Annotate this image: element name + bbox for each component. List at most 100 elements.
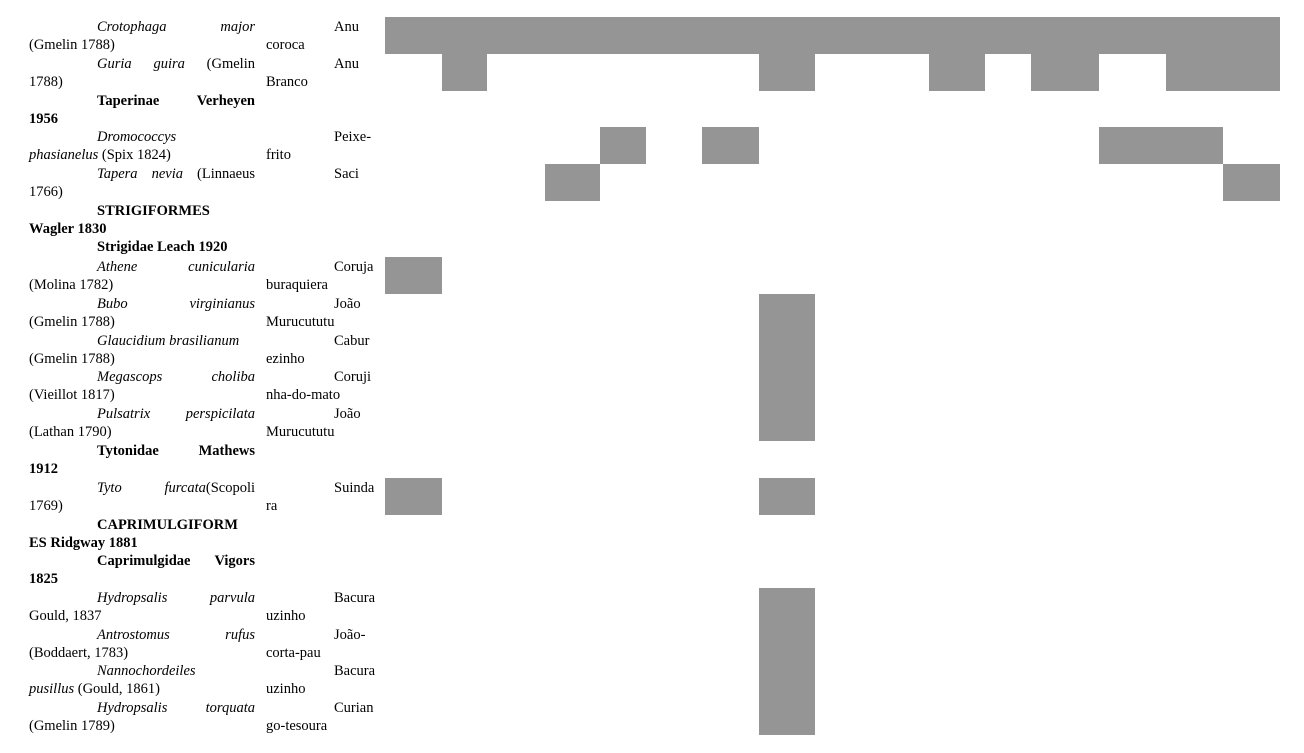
- text-part: 1788): [29, 74, 63, 90]
- taxon-line-1: Athene cunicularia: [29, 258, 255, 276]
- occurrence-cell: [1166, 54, 1280, 91]
- common-name-line-2: [266, 183, 378, 201]
- occurrence-cell: [929, 54, 985, 91]
- text-part: Wagler 1830: [29, 221, 107, 237]
- taxon-line-1: CAPRIMULGIFORM: [29, 516, 255, 534]
- species-row: Antrostomus rufus(Boddaert, 1783)João-co…: [0, 625, 1304, 661]
- occurrence-cell: [442, 54, 487, 91]
- text-part: Hydropsalis: [97, 700, 168, 716]
- species-row: Athene cunicularia(Molina 1782) Coruja bur…: [0, 257, 1304, 294]
- text-part: Guria: [97, 56, 132, 72]
- common-name-line-2: uzinho: [266, 681, 306, 697]
- common-name-line-1: Cabur: [334, 333, 370, 349]
- text-part: Caprimulgidae: [97, 553, 191, 569]
- text-part: (Spix 1824): [101, 147, 171, 163]
- common-name-line-1: Coruja: [334, 259, 374, 275]
- text-part: virginianus: [189, 296, 255, 312]
- taxon-line-2: Wagler 1830: [29, 220, 255, 238]
- text-part: Pulsatrix: [97, 406, 151, 422]
- occurrence-cell: [759, 367, 815, 404]
- taxon-line-1: Megascops choliba: [29, 368, 255, 386]
- taxon-name: Athene cunicularia(Molina 1782): [29, 258, 255, 294]
- taxon-line-1: Dromococcys: [29, 128, 255, 146]
- taxon-name: Megascops choliba(Vieillot 1817): [29, 368, 255, 404]
- text-part: Bubo: [97, 296, 128, 312]
- text-part: CAPRIMULGIFORM: [97, 517, 238, 533]
- taxon-line-2: (Gmelin 1788): [29, 313, 255, 331]
- occurrence-cell: [385, 257, 442, 294]
- text-part: 1956: [29, 111, 58, 127]
- taxon-line-1: Caprimulgidae Vigors: [29, 552, 255, 570]
- common-name-line-2: buraquiera: [266, 277, 328, 293]
- occurrence-cell: [1099, 127, 1223, 164]
- text-part: parvula: [209, 590, 255, 606]
- text-part: (Vieillot 1817): [29, 387, 115, 403]
- common-name-line-1: Saci: [334, 166, 359, 182]
- text-part: 1825: [29, 571, 58, 587]
- taxon-line-1: Tyto furcata(Scopoli: [29, 479, 255, 497]
- common-name-line-1: Bacura: [334, 590, 376, 606]
- taxon-line-2: 1912: [29, 460, 255, 478]
- occurrence-cell: [702, 127, 759, 164]
- taxon-name: Crotophaga major(Gmelin 1788): [29, 18, 255, 54]
- text-part: pusillus: [29, 681, 75, 697]
- common-name-line-2: ra: [266, 498, 278, 514]
- text-part: (Gmelin 1789): [29, 718, 115, 734]
- occurrence-cell: [759, 625, 815, 661]
- text-part: choliba: [211, 369, 256, 385]
- taxon-line-1: Hydropsalis torquata: [29, 699, 255, 717]
- taxon-line-2: pusillus (Gould, 1861): [29, 680, 255, 698]
- text-part: 1766): [29, 184, 63, 200]
- text-part: Glaucidium brasilianum: [97, 333, 240, 349]
- taxon-name: STRIGIFORMES Wagler 1830: [29, 202, 255, 238]
- common-name: Coruja buraquiera: [266, 258, 378, 294]
- text-part: Tapera: [97, 166, 138, 182]
- taxon-name: Strigidae Leach 1920: [29, 238, 255, 256]
- occurrence-cell: [759, 698, 815, 735]
- common-name-line-1: Anu: [334, 19, 359, 35]
- text-part: Crotophaga: [97, 19, 167, 35]
- taxon-name: Glaucidium brasilianum(Gmelin 1788): [29, 332, 255, 368]
- taxon-line-1: Guria guira (Gmelin: [29, 55, 255, 73]
- occurrence-cell: [1223, 164, 1280, 201]
- occurrence-cell: [759, 661, 815, 698]
- taxon-line-1: Hydropsalis parvula: [29, 589, 255, 607]
- common-name-line-1: Bacura: [334, 663, 376, 679]
- text-part: (Gould, 1861): [77, 681, 160, 697]
- text-part: (Gmelin 1788): [29, 37, 115, 53]
- text-part: nevia: [151, 166, 183, 182]
- common-name-line-2: go-tesoura: [266, 718, 328, 734]
- text-part: STRIGIFORMES: [97, 203, 210, 219]
- occurrence-cell: [759, 588, 815, 625]
- text-part: (Lathan 1790): [29, 424, 112, 440]
- taxon-line-2: phasianelus (Spix 1824): [29, 146, 255, 164]
- taxon-line-1: Crotophaga major: [29, 18, 255, 36]
- common-name: Peixe-frito: [266, 128, 378, 164]
- common-name-line-2: Murucututu: [266, 424, 335, 440]
- common-name-line-2: Murucututu: [266, 314, 335, 330]
- taxon-line-1: Antrostomus rufus: [29, 626, 255, 644]
- common-name-line-1: João: [334, 296, 361, 312]
- text-part: torquata: [205, 700, 255, 716]
- taxon-line-2: Gould, 1837: [29, 607, 255, 625]
- taxon-header-row: Strigidae Leach 1920: [0, 237, 1304, 257]
- common-name-line-2: nha-do-mato: [266, 387, 341, 403]
- taxon-line-1: Pulsatrix perspicilata: [29, 405, 255, 423]
